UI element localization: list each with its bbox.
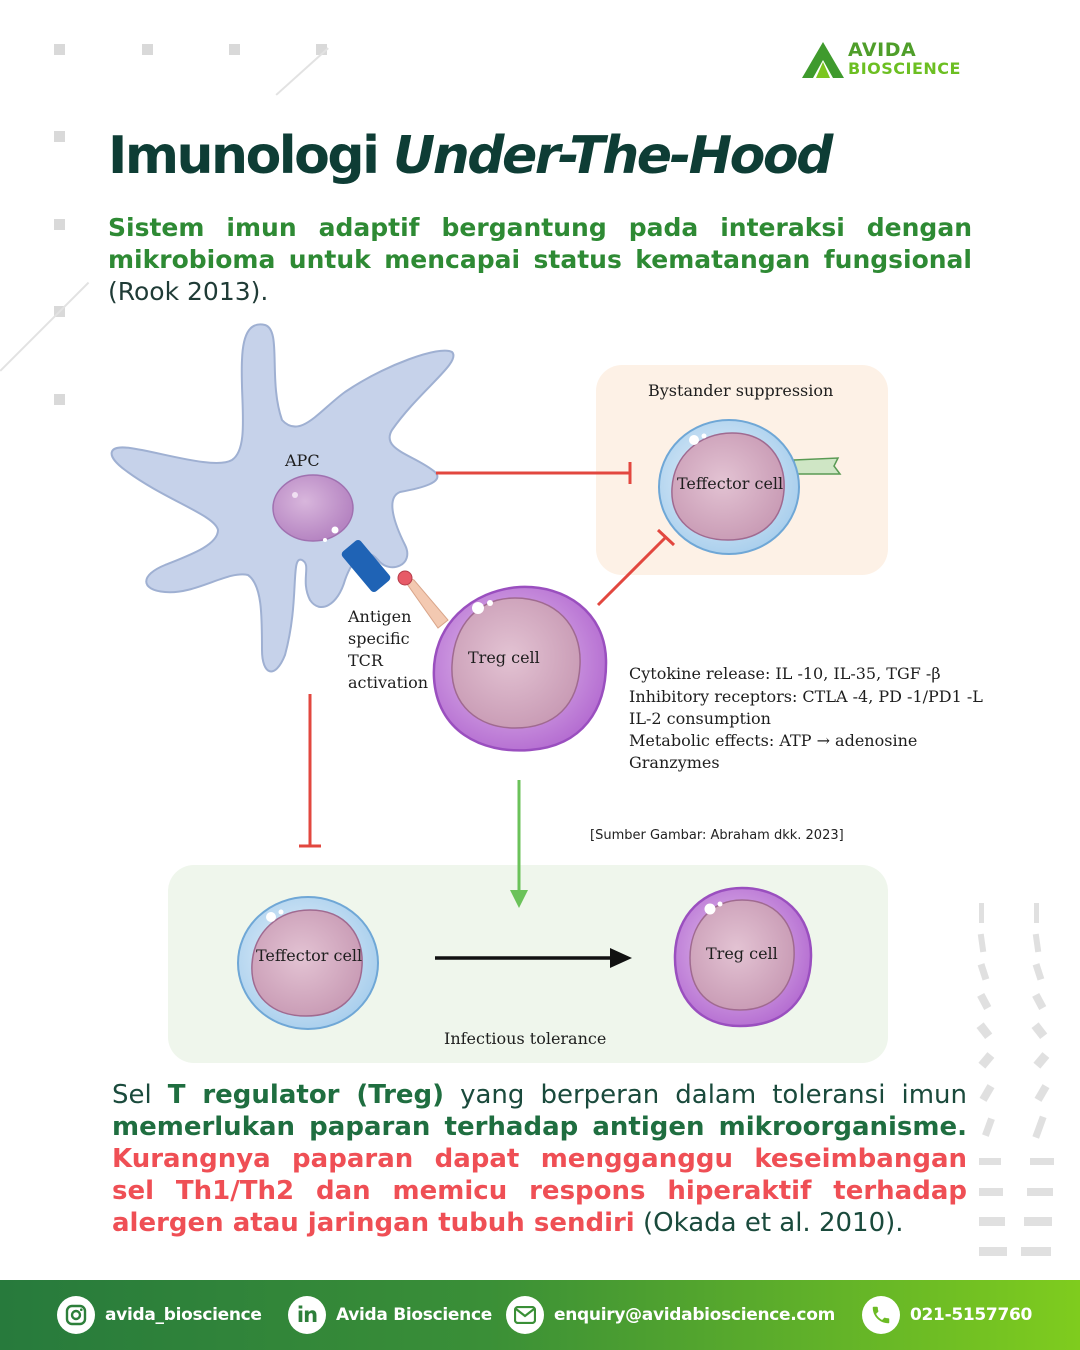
teffector-cell-bystander [658, 419, 842, 555]
instagram-handle: avida_bioscience [105, 1305, 262, 1325]
mhc-receptor [341, 540, 391, 592]
intro-citation: (Rook 2013). [108, 277, 269, 306]
teffector-bystander-label: Teffector cell [677, 474, 783, 493]
treg-center-label: Treg cell [468, 648, 540, 667]
logo-mark-icon [802, 42, 844, 78]
decor-square [54, 394, 65, 405]
footer-phone[interactable]: 021-5157760 [862, 1296, 1033, 1334]
page-title: Imunologi Under-The-Hood [108, 126, 833, 186]
treg-center-nucleus [451, 597, 581, 729]
footer-linkedin[interactable]: in Avida Bioscience [288, 1296, 492, 1334]
contact-footer: avida_bioscience in Avida Bioscience enq… [0, 1280, 1080, 1350]
treg-bottom-label: Treg cell [706, 944, 778, 963]
treg-highlight [487, 600, 493, 606]
linkedin-name: Avida Bioscience [336, 1305, 492, 1325]
email-icon [506, 1296, 544, 1334]
induce-arrow-treg-down [510, 780, 528, 908]
inhibit-arrow-treg-to-teff [596, 528, 676, 607]
brand-name-line2: BIOSCIENCE [848, 59, 961, 78]
footer-instagram[interactable]: avida_bioscience [57, 1296, 262, 1334]
phone-number: 021-5157760 [910, 1305, 1033, 1325]
bystander-label: Bystander suppression [648, 381, 833, 400]
footer-email[interactable]: enquiry@avidabioscience.com [506, 1296, 835, 1334]
treg-cell-bottom [673, 886, 813, 1028]
decor-square [316, 44, 327, 55]
decor-dashes [976, 903, 1054, 1256]
conversion-arrow [435, 948, 632, 968]
apc-nucleus [272, 474, 354, 542]
inhibit-arrow-apc-to-teff [436, 462, 632, 484]
teffector-cell-bottom [237, 896, 379, 1030]
intro-bold-text: Sistem imun adaptif bergantung pada inte… [108, 213, 972, 274]
decor-square [142, 44, 153, 55]
decor-square [54, 131, 65, 142]
image-source-credit: [Sumber Gambar: Abraham dkk. 2023] [590, 828, 844, 843]
bottom-paragraph: Sel T regulator (Treg) yang berperan dal… [112, 1079, 967, 1239]
bottom-text-citation: (Okada et al. 2010). [634, 1208, 904, 1238]
bottom-text-requirement: memerlukan paparan terhadap antigen mikr… [112, 1112, 967, 1142]
brand-logo: AVIDA BIOSCIENCE [800, 38, 1000, 82]
teffector-bottom-label: Teffector cell [256, 946, 362, 965]
title-main: Imunologi [108, 126, 393, 186]
inhibit-arrow-apc-down [299, 694, 321, 848]
linkedin-icon: in [288, 1296, 326, 1334]
bottom-text-3: yang berperan dalam toleransi imun [444, 1080, 967, 1110]
bottom-text-warning: Kurangnya paparan dapat mengganggu kesei… [112, 1144, 967, 1238]
bottom-text-treg: T regulator (Treg) [167, 1080, 445, 1110]
treg-highlight [472, 602, 484, 614]
intro-paragraph: Sistem imun adaptif bergantung pada inte… [108, 212, 972, 308]
decor-square [54, 219, 65, 230]
apc-nucleus-dot [292, 492, 298, 498]
email-address: enquiry@avidabioscience.com [554, 1305, 835, 1325]
tcr-label: Antigen specific TCR activation [347, 607, 428, 692]
decor-square [229, 44, 240, 55]
instagram-icon [57, 1296, 95, 1334]
treg-mechanism-diagram: APC Antigen specific TCR activation Treg… [110, 323, 1054, 1256]
title-italic: Under-The-Hood [393, 126, 833, 186]
mechanism-list: Cytokine release: IL -10, IL-35, TGF -β … [629, 664, 988, 772]
brand-name-line1: AVIDA [848, 39, 917, 61]
apc-vesicle [331, 526, 339, 534]
apc-label: APC [284, 451, 320, 470]
infectious-tolerance-label: Infectious tolerance [444, 1029, 606, 1048]
decor-square [54, 44, 65, 55]
phone-icon [862, 1296, 900, 1334]
apc-vesicle [323, 538, 327, 542]
bottom-text-1: Sel [112, 1080, 168, 1110]
antigen-dot [397, 570, 413, 586]
